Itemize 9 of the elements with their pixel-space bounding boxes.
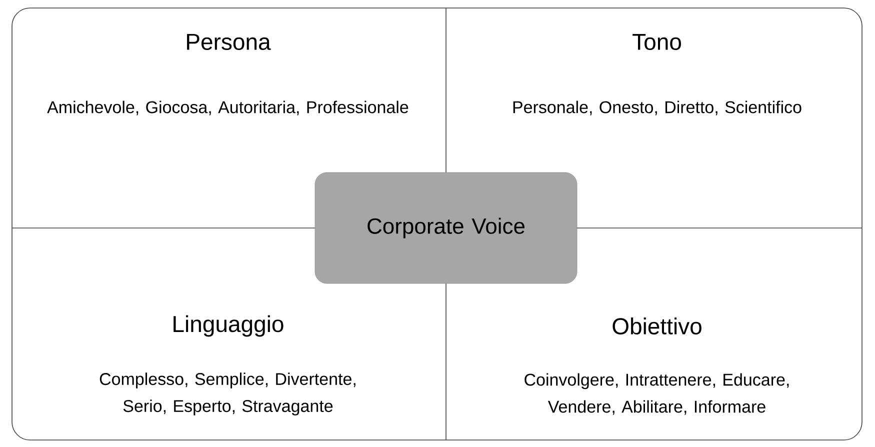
quadrant-heading: Obiettivo [612, 318, 702, 334]
trait-list: Personale, Onesto, Diretto, Scientifico [513, 100, 802, 116]
trait-list: Amichevole, Giocosa, Autoritaria, Professionale [47, 100, 408, 116]
trait-list: Coinvolgere, Intrattenere, Educare, Vendere, Abilitare, Informare [524, 373, 789, 415]
quadrant-heading: Persona [187, 34, 271, 50]
quadrant-heading: Linguaggio [174, 315, 284, 337]
quadrant-heading: Tono [632, 34, 681, 50]
center-box: Corporate Voice [314, 172, 578, 284]
trait-list: Complesso, Semplice, Divertente, Serio, Esperto, Stravagante [100, 372, 356, 416]
